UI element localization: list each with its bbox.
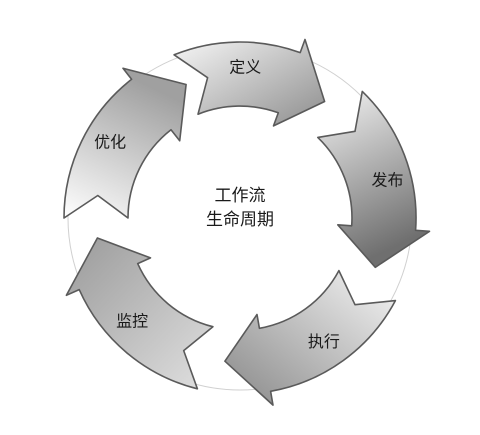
lifecycle-arrow-5: [63, 67, 187, 219]
stage-label-2: 发布: [371, 171, 403, 190]
lifecycle-arrow-2: [317, 90, 431, 269]
lifecycle-arrows: [63, 38, 431, 406]
lifecycle-arrow-4: [65, 237, 214, 390]
stage-label-1: 定义: [229, 58, 261, 77]
lifecycle-arrow-3: [224, 269, 397, 406]
stage-label-3: 执行: [308, 332, 340, 351]
lifecycle-arrow-1: [173, 38, 326, 127]
stage-label-5: 优化: [94, 133, 126, 152]
stage-label-4: 监控: [116, 312, 148, 331]
center-title-line2: 生命周期: [206, 210, 274, 230]
center-title-line1: 工作流: [215, 186, 266, 206]
